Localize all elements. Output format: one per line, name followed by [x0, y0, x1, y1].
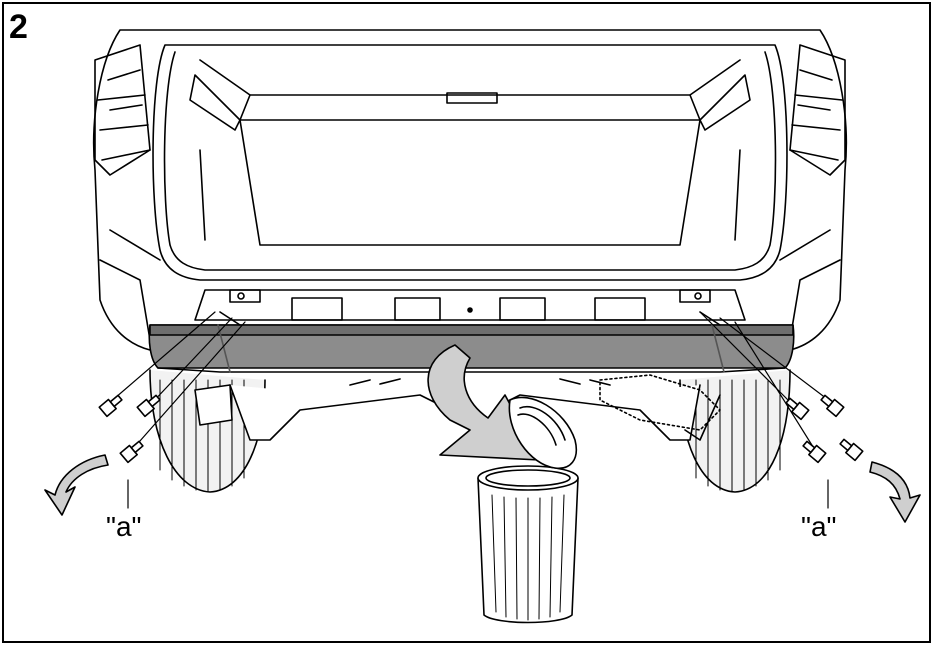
- step-number: 2: [9, 8, 28, 46]
- removal-arrow-icon: [44, 454, 921, 523]
- suspension: [194, 374, 721, 441]
- bumper-beam: [148, 311, 795, 373]
- bolt-icon: [98, 394, 864, 464]
- callout-label-left: "a": [106, 511, 142, 542]
- rear-panel: [194, 289, 746, 321]
- bolt-guide-lines: [107, 311, 836, 451]
- removal-arrow-icon: [427, 344, 541, 461]
- callout-label-right: "a": [801, 511, 837, 542]
- car-body: [92, 29, 848, 351]
- trash-bin-icon: [477, 396, 579, 624]
